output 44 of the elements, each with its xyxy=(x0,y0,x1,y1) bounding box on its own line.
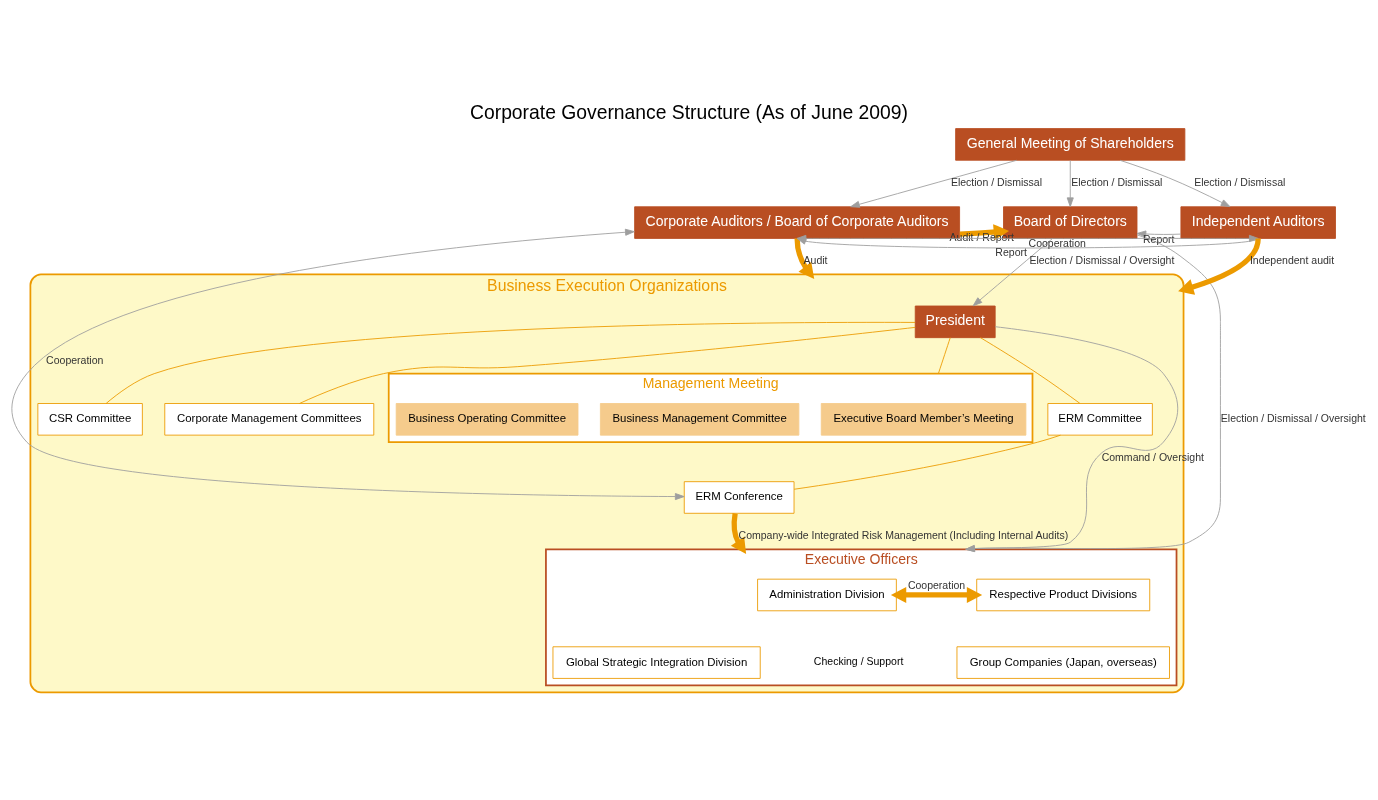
node-box: CSR Committee xyxy=(37,403,143,436)
node-box: Independent Auditors xyxy=(1180,206,1336,239)
edge-label: Cooperation xyxy=(1028,236,1086,249)
edge-label: Report xyxy=(995,246,1027,259)
connector xyxy=(793,434,1061,490)
edge-label: Cooperation xyxy=(907,579,966,592)
edge-label: Election / Dismissal xyxy=(1194,176,1286,189)
node-box: Corporate Management Committees xyxy=(164,403,375,436)
node-box: ERM Conference xyxy=(683,481,795,514)
edge-label: Report xyxy=(1142,232,1175,245)
node-box: Respective Product Divisions xyxy=(976,578,1151,612)
diagram-title: Corporate Governance Structure (As of June 2009) xyxy=(470,102,908,124)
connector xyxy=(105,321,916,404)
edge-label: Election / Dismissal xyxy=(950,176,1043,189)
edge-label: Independent audit xyxy=(1249,254,1335,267)
edge-label: Election / Dismissal / Oversight xyxy=(1220,412,1366,425)
node-box: ERM Committee xyxy=(1047,403,1153,436)
arrow xyxy=(1136,230,1182,238)
node-box: Global Strategic Integration Division xyxy=(552,646,761,679)
edge-label: Company-wide Integrated Risk Management (Including Internal Audits) xyxy=(738,529,1069,542)
arrow xyxy=(1119,159,1231,208)
connector xyxy=(299,326,916,404)
connector xyxy=(979,337,1081,404)
arrow xyxy=(1066,159,1074,208)
arrow xyxy=(730,513,747,554)
node-box: Business Management Committee xyxy=(599,403,800,436)
label: Checking / Support xyxy=(813,655,904,668)
node-box: Business Operating Committee xyxy=(395,403,579,436)
node-box: Executive Board Member’s Meeting xyxy=(820,403,1027,436)
arrow xyxy=(1178,238,1261,295)
node-box: Administration Division xyxy=(757,578,897,612)
arrow xyxy=(890,586,983,604)
arrow xyxy=(972,238,1053,307)
connector xyxy=(937,337,951,375)
edge-label: Cooperation xyxy=(46,353,104,366)
arrow xyxy=(965,326,1179,553)
node-box: President xyxy=(914,305,996,339)
arrow xyxy=(11,228,685,501)
edge-label: Election / Dismissal / Oversight xyxy=(1029,254,1175,267)
node-box: Group Companies (Japan, overseas) xyxy=(956,646,1170,679)
arrow xyxy=(850,159,1018,208)
arrow xyxy=(965,234,1221,553)
node-box: General Meeting of Shareholders xyxy=(955,128,1186,161)
edge-label: Election / Dismissal xyxy=(1071,176,1163,189)
